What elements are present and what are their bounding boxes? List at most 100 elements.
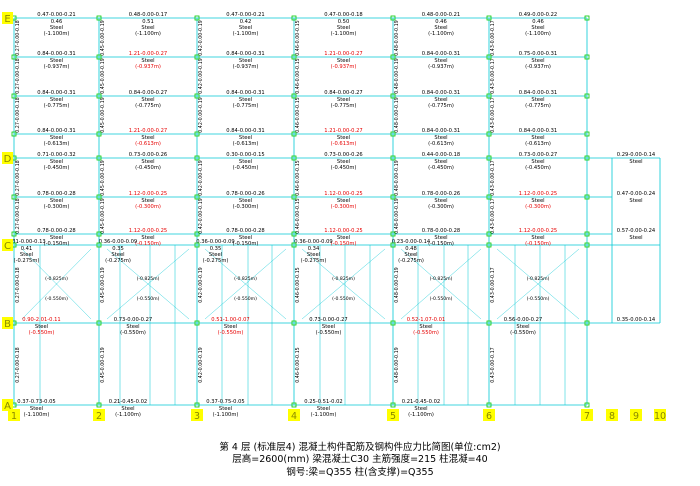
joint-marker <box>291 402 297 408</box>
joint-marker <box>96 155 102 161</box>
column-label: 0.27-0.00-0.18 <box>15 97 21 133</box>
beam-label-value: 0.46 <box>51 19 63 25</box>
beam-label-type: Steel <box>121 406 134 412</box>
beam-label: 0.37-0.75-0.05 <box>206 399 244 405</box>
beam-label: 0.78-0.00-0.28 <box>37 191 75 197</box>
beam-label-level: (-1.100m) <box>525 31 551 37</box>
beam-label-level: (-0.450m) <box>428 165 454 171</box>
beam-label-type: Steel <box>531 235 544 241</box>
joint-marker <box>390 402 396 408</box>
beam-label-type: Steel <box>434 58 447 64</box>
joint-marker <box>584 194 590 200</box>
joint-marker <box>96 194 102 200</box>
beam-label: 0.73-0.00-0.26 <box>324 152 362 158</box>
beam-label-level: (-0.550m) <box>120 330 146 336</box>
joint-marker <box>390 15 396 21</box>
joint-marker <box>390 242 396 248</box>
joint-marker <box>584 15 590 21</box>
beam-label: 1.12-0.00-0.25 <box>324 191 362 197</box>
beam-label: 0.47-0.00-0.21 <box>37 12 75 18</box>
beam-label-type: Steel <box>531 159 544 165</box>
beam-label: 0.73-0.00-0.27 <box>114 317 152 323</box>
joint-marker <box>194 155 200 161</box>
column-label: 0.42-0.00-0.19 <box>198 267 204 303</box>
axis-bubble-col <box>483 409 495 421</box>
beam-label: 0.31-0.00-0.13 <box>7 239 45 245</box>
beam-label-level: (-0.550m) <box>218 330 244 336</box>
beam-label-level: (-0.937m) <box>428 64 454 70</box>
axis-label-col: 4 <box>291 411 297 422</box>
beam-label-level: (-0.450m) <box>331 165 357 171</box>
beam-label: 0.21-0.45-0.02 <box>402 399 440 405</box>
beam-label: 0.44-0.00-0.18 <box>422 152 460 158</box>
joint-marker <box>584 242 590 248</box>
beam-label-type: Steel <box>239 235 252 241</box>
drawing-caption-steel: 钢号:梁=Q355 柱(含支撑)=Q355 <box>286 467 434 478</box>
beam-label-value: 0.35 <box>112 246 124 252</box>
beam-label-type: Steel <box>531 58 544 64</box>
axis-bubble-col <box>191 409 203 421</box>
beam-label: 0.73-0.00-0.27 <box>309 317 347 323</box>
joint-marker <box>390 194 396 200</box>
column-label: 0.48-0.00-0.19 <box>394 97 400 133</box>
column-label: 0.27-0.00-0.18 <box>15 160 21 196</box>
column-label: 0.45-0.00-0.19 <box>100 267 106 303</box>
beam-label: 0.84-0.00-0.31 <box>37 51 75 57</box>
axis-bubble-col <box>8 409 20 421</box>
beam-label-value: 0.50 <box>338 19 350 25</box>
beam-label-level: (-0.550m) <box>234 296 257 302</box>
beam-label: 0.84-0.00-0.31 <box>422 90 460 96</box>
beam-label-level: (-0.937m) <box>233 64 259 70</box>
beam-label-type: Steel <box>141 198 154 204</box>
beam-label-type: Steel <box>239 97 252 103</box>
joint-marker <box>486 231 492 237</box>
column-label: 0.27-0.00-0.18 <box>15 58 21 94</box>
beam-label: 0.84-0.00-0.31 <box>37 128 75 134</box>
beam-label: 1.21-0.00-0.27 <box>129 51 167 57</box>
joint-marker <box>96 131 102 137</box>
joint-marker <box>11 231 17 237</box>
axis-bubble-col <box>93 409 105 421</box>
beam-label-value: 0.51 <box>142 19 154 25</box>
axis-bubble-row <box>2 399 13 411</box>
joint-marker <box>194 15 200 21</box>
beam-label-value: 0.35 <box>210 246 222 252</box>
column-label: 0.43-0.00-0.17 <box>490 267 496 303</box>
joint-marker <box>11 131 17 137</box>
beam-label-type: Steel <box>219 406 232 412</box>
column-label: 0.42-0.00-0.19 <box>198 20 204 56</box>
joint-marker <box>486 194 492 200</box>
beam-label: 0.78-0.00-0.28 <box>37 228 75 234</box>
axis-label-col: 10 <box>654 411 666 422</box>
beam-label: 0.73-0.00-0.26 <box>129 152 167 158</box>
joint-marker <box>390 320 396 326</box>
beam-label: 0.84-0.00-0.31 <box>422 128 460 134</box>
beam-label-type: Steel <box>141 135 154 141</box>
joint-marker <box>584 54 590 60</box>
beam-label-level: (-0.450m) <box>525 165 551 171</box>
column-label: 0.46-0.00-0.15 <box>295 267 301 303</box>
brace-line <box>400 248 482 320</box>
beam-label-level: (-0.300m) <box>331 204 357 210</box>
beam-label-type: Steel <box>414 406 427 412</box>
beam-label: 0.29-0.00-0.14 <box>617 152 656 158</box>
beam-label-level: (-0.775m) <box>525 103 551 109</box>
beam-label-type: Steel <box>239 135 252 141</box>
beam-label: 0.36-0.00-0.09 <box>99 239 137 245</box>
beam-label-type: Steel <box>516 324 529 330</box>
beam-label-level: (-0.613m) <box>44 141 70 147</box>
column-label: 0.43-0.00-0.17 <box>490 160 496 196</box>
beam-label: 0.84-0.00-0.27 <box>129 90 167 96</box>
joint-marker <box>194 131 200 137</box>
column-label: 0.48-0.00-0.19 <box>394 267 400 303</box>
axis-bubble-row <box>2 152 13 164</box>
axis-label-col: 3 <box>194 411 200 422</box>
column-label: 0.45-0.00-0.19 <box>100 97 106 133</box>
beam-label-type: Steel <box>337 25 350 31</box>
beam-label-type: Steel <box>141 235 154 241</box>
beam-label-level: (-1.100m) <box>331 31 357 37</box>
beam-label-value: 0.41 <box>21 246 33 252</box>
beam-label-type: Steel <box>307 252 320 258</box>
beam-label: 1.12-0.00-0.25 <box>519 191 557 197</box>
beam-label: 1.12-0.00-0.25 <box>519 228 557 234</box>
